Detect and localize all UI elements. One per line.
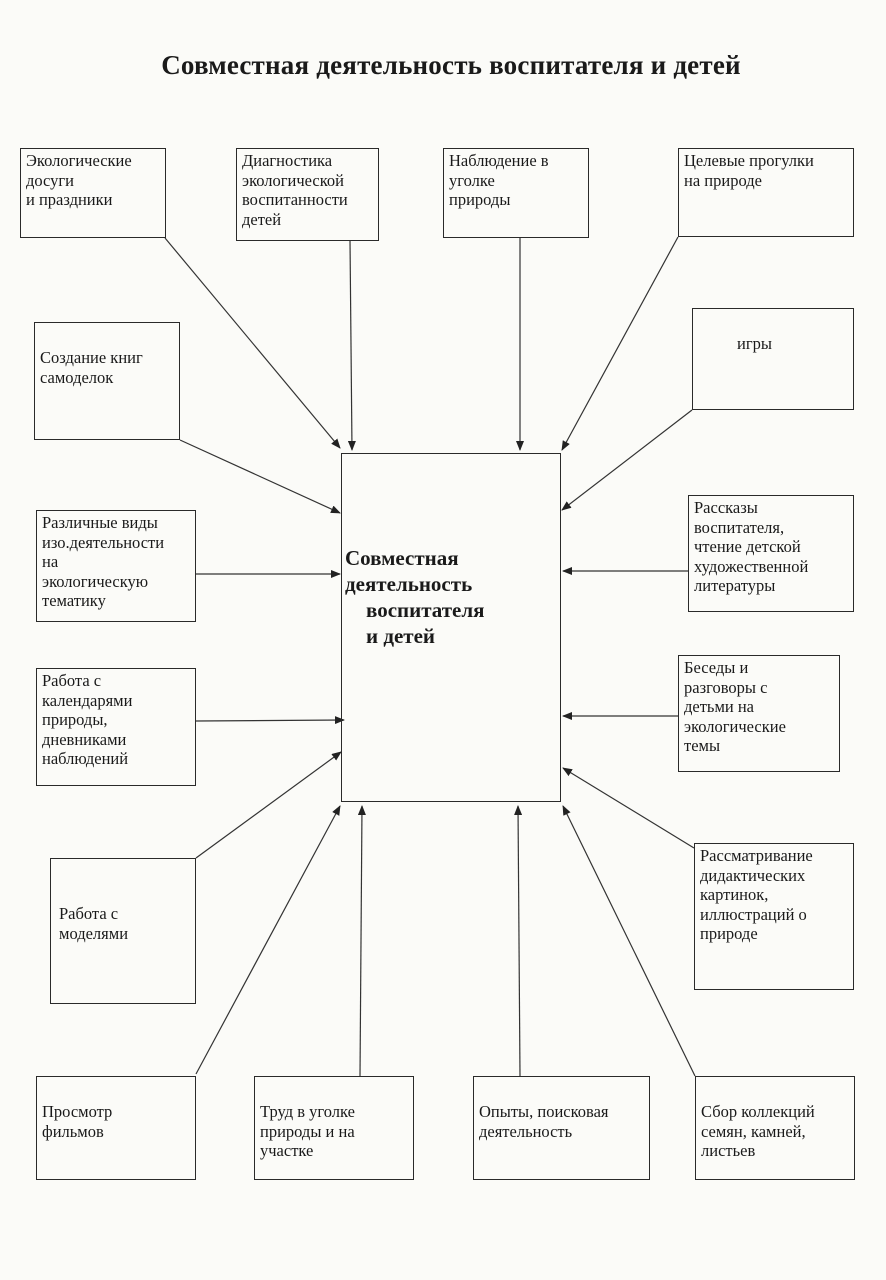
arrow-books <box>179 439 341 514</box>
node-books: Создание книг самоделок <box>34 322 180 440</box>
arrow-experiments <box>514 805 523 1077</box>
node-walks: Целевые прогулки на природе <box>678 148 854 237</box>
node-games: игры <box>692 308 854 410</box>
arrow-eco-leisure <box>164 237 341 449</box>
node-collections: Сбор коллекций семян, камней, листьев <box>695 1076 855 1180</box>
node-films: Просмотр фильмов <box>36 1076 196 1180</box>
node-conversations: Беседы и разговоры с детьми на экологиче… <box>678 655 840 772</box>
node-pictures: Рассматривание дидактических картинок, и… <box>694 843 854 990</box>
node-art: Различные виды изо.деятельности на эколо… <box>36 510 196 622</box>
node-eco-leisure: Экологические досуги и праздники <box>20 148 166 238</box>
central-node-label: Совместная деятельность воспитателя и де… <box>345 546 485 648</box>
node-diagnostics: Диагностика экологической воспитанности … <box>236 148 379 241</box>
arrow-walks <box>561 236 679 451</box>
diagram-title: Совместная деятельность воспитателя и де… <box>161 50 741 80</box>
node-observation: Наблюдение в уголке природы <box>443 148 589 238</box>
arrow-games <box>561 409 693 511</box>
node-labor: Труд в уголке природы и на участке <box>254 1076 414 1180</box>
central-node <box>341 453 561 802</box>
arrow-models <box>195 751 342 859</box>
node-experiments: Опыты, поисковая деятельность <box>473 1076 650 1180</box>
node-models: Работа с моделями <box>50 858 196 1004</box>
arrow-diagnostics <box>347 239 356 451</box>
arrow-films <box>195 805 341 1075</box>
arrow-pictures <box>562 767 695 849</box>
arrow-calendars <box>195 716 345 725</box>
arrow-collections <box>562 805 696 1077</box>
node-calendars: Работа с календарями природы, дневниками… <box>36 668 196 786</box>
node-stories: Рассказы воспитателя, чтение детской худ… <box>688 495 854 612</box>
arrow-labor <box>357 805 366 1077</box>
